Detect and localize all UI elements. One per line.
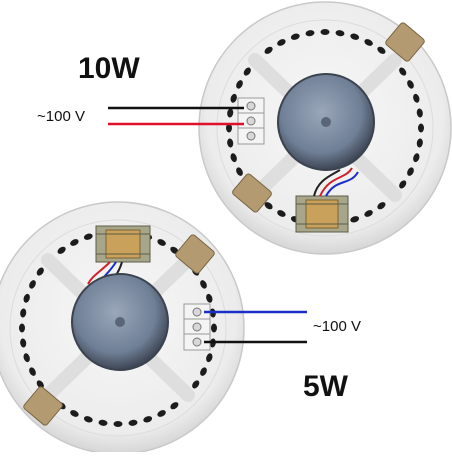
power-label-10w: 10W — [78, 52, 140, 85]
vent-hole — [29, 367, 36, 376]
vent-hole — [407, 167, 414, 176]
vent-hole — [377, 202, 386, 210]
vent-hole — [264, 46, 273, 54]
vent-hole — [157, 410, 166, 417]
vent-hole — [206, 293, 213, 303]
vent-hole — [416, 138, 423, 148]
vent-hole — [36, 267, 44, 276]
vent-hole — [19, 323, 25, 333]
vent-hole — [236, 167, 243, 176]
mounting-bracket — [232, 22, 425, 213]
vent-hole — [418, 123, 424, 133]
vent-hole — [407, 80, 414, 89]
transformer-icon — [295, 195, 349, 233]
vent-hole — [57, 246, 66, 254]
vent-hole — [243, 67, 251, 76]
speaker-5w — [0, 201, 307, 455]
vent-hole — [192, 380, 200, 389]
vent-hole — [230, 93, 237, 103]
vent-hole — [200, 367, 207, 376]
transformer-icon — [95, 225, 151, 263]
vent-hole — [364, 39, 373, 46]
vent-hole — [20, 308, 27, 318]
vent-hole — [36, 380, 44, 389]
vent-hole — [227, 108, 234, 118]
vent-hole — [230, 153, 237, 163]
vent-hole — [399, 67, 407, 76]
vent-hole — [413, 153, 420, 163]
vent-hole — [157, 239, 166, 246]
voltage-label-top: ~100 V — [37, 108, 85, 125]
vent-hole — [277, 39, 286, 46]
vent-hole — [350, 216, 360, 223]
vent-hole — [399, 180, 407, 189]
vent-hole — [23, 293, 30, 303]
vent-hole — [320, 29, 330, 35]
vent-hole — [211, 323, 217, 333]
vent-hole — [290, 33, 300, 40]
vent-hole — [143, 416, 153, 423]
speaker-rim — [216, 19, 434, 237]
vent-hole — [113, 421, 123, 427]
vent-hole — [23, 353, 30, 363]
vent-hole — [29, 280, 36, 289]
vent-hole — [70, 239, 79, 246]
mounting-bracket — [23, 234, 215, 426]
vent-hole — [128, 419, 138, 426]
vent-hole — [236, 80, 243, 89]
vent-hole — [413, 93, 420, 103]
speaker-rim — [9, 219, 227, 437]
vent-hole — [227, 138, 234, 148]
vent-hole — [264, 202, 273, 210]
vent-hole — [277, 210, 286, 217]
vent-hole — [83, 233, 93, 240]
vent-hole — [83, 416, 93, 423]
vent-hole — [364, 210, 373, 217]
vent-hole — [305, 30, 315, 37]
vent-hole — [335, 30, 345, 37]
speaker-10w — [108, 1, 452, 255]
vent-hole — [226, 123, 232, 133]
terminal-block-icon — [237, 97, 265, 145]
vent-hole — [200, 280, 207, 289]
power-label-5w: 5W — [303, 370, 348, 403]
vent-hole — [20, 338, 27, 348]
voltage-label-bottom: ~100 V — [313, 318, 361, 335]
vent-hole — [70, 410, 79, 417]
vent-hole — [377, 46, 386, 54]
vent-hole — [206, 353, 213, 363]
vent-hole — [170, 402, 179, 410]
vent-hole — [416, 108, 423, 118]
vent-hole — [98, 419, 108, 426]
vent-hole — [350, 33, 360, 40]
